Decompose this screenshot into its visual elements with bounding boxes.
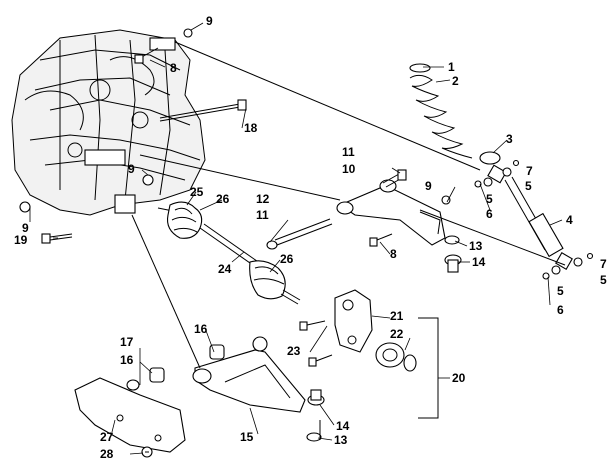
- long-bolt: [159, 99, 247, 122]
- nut-left: [19, 201, 31, 213]
- bushing-5-upper: [483, 177, 493, 187]
- callout-15: 15: [240, 430, 254, 444]
- callout-25: 25: [190, 185, 204, 199]
- nut-arm: [441, 195, 451, 205]
- ball-joint-lower: [307, 389, 325, 406]
- callout-5a: 5: [486, 192, 493, 206]
- snap-ring-upper: [444, 235, 460, 245]
- callout-13b: 13: [334, 433, 348, 447]
- callout-11b: 11: [256, 208, 269, 222]
- callout-1: 1: [448, 60, 455, 74]
- callout-8a: 8: [170, 61, 177, 75]
- lower-a-arm: [192, 336, 306, 413]
- assembly-lines: [131, 41, 566, 440]
- washer-7-lower: [586, 252, 594, 260]
- leader-lines: [29, 22, 563, 455]
- callout-5b: 5: [525, 179, 532, 193]
- bushing-5-lower-right: [573, 257, 583, 267]
- callout-6a: 6: [486, 207, 493, 221]
- callout-16a: 16: [194, 322, 208, 336]
- callout-7a: 7: [526, 164, 533, 178]
- callout-24: 24: [218, 262, 232, 276]
- callout-9c: 9: [22, 221, 29, 235]
- callout-5c: 5: [557, 284, 564, 298]
- vehicle-frame: [11, 29, 206, 216]
- callout-12: 12: [256, 192, 270, 206]
- callout-6b: 6: [557, 303, 564, 317]
- callout-27: 27: [100, 430, 114, 444]
- callout-26b: 26: [280, 252, 294, 266]
- washer-17: [126, 379, 140, 391]
- spring-seat: [479, 151, 501, 165]
- callout-9a: 9: [206, 14, 213, 28]
- callout-21: 21: [390, 309, 404, 323]
- callout-11a: 11: [342, 145, 355, 159]
- callout-23: 23: [287, 344, 301, 358]
- callout-3: 3: [506, 132, 513, 146]
- assembly-bracket: [418, 317, 439, 419]
- coil-spring: [409, 63, 473, 159]
- washer-6-lower: [542, 272, 550, 280]
- callout-17: 17: [120, 335, 134, 349]
- callout-labels: 1 2 3 4 5 5 5 5 6 6 7 7 8 8 9 9 9 9 10 1…: [14, 14, 607, 461]
- callout-14a: 14: [472, 255, 486, 269]
- bushing-5-upper-right: [502, 167, 512, 177]
- bushing-16-upper: [209, 344, 225, 360]
- callout-10: 10: [342, 162, 356, 176]
- bushing-16-lower: [149, 367, 165, 383]
- callout-18: 18: [244, 121, 258, 135]
- callout-9d: 9: [425, 179, 432, 193]
- washer-6-upper: [474, 180, 482, 188]
- callout-7b: 7: [600, 257, 607, 271]
- frame-bolt-lower: [369, 233, 393, 247]
- shock-absorber: [487, 164, 573, 270]
- drive-axle: [157, 201, 301, 305]
- caliper-bolt: [299, 320, 333, 367]
- callout-16b: 16: [120, 353, 134, 367]
- upper-a-arm: [336, 179, 446, 246]
- callout-20: 20: [452, 371, 466, 385]
- steering-knuckle: [334, 289, 373, 353]
- retaining-ring: [403, 354, 417, 372]
- callout-13a: 13: [469, 239, 483, 253]
- skid-plate-screw: [141, 446, 153, 458]
- callout-4: 4: [566, 213, 573, 227]
- callout-19: 19: [14, 233, 28, 247]
- pivot-shaft: [266, 218, 333, 250]
- bolt-19: [41, 233, 73, 244]
- callout-5d: 5: [600, 273, 607, 287]
- callout-26a: 26: [216, 192, 230, 206]
- bushing-5-lower: [551, 265, 561, 275]
- snap-ring-lower: [306, 432, 322, 442]
- callout-14b: 14: [336, 419, 350, 433]
- pivot-bolt-upper: [382, 169, 407, 188]
- callout-22: 22: [390, 327, 404, 341]
- callout-28: 28: [100, 447, 114, 461]
- washer-7-upper: [512, 159, 520, 167]
- nut-center: [142, 174, 154, 186]
- wheel-bearing: [375, 342, 405, 368]
- nut-top: [183, 28, 193, 38]
- skid-plate: [74, 377, 186, 453]
- callout-2: 2: [452, 74, 459, 88]
- callout-8b: 8: [390, 247, 397, 261]
- frame-bolt-upper: [134, 47, 159, 64]
- ball-joint-upper: [444, 254, 462, 273]
- callout-9b: 9: [128, 162, 135, 176]
